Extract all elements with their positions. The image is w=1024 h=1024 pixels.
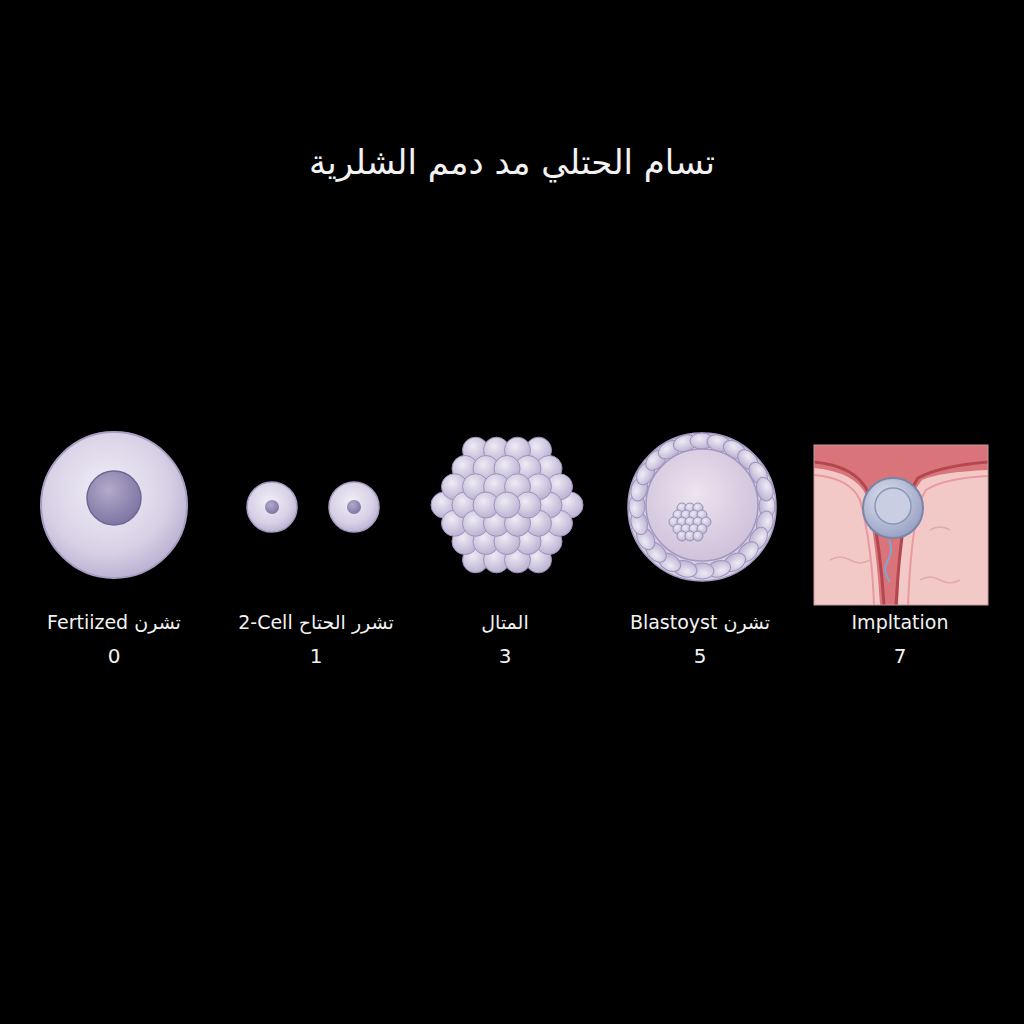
stage-label: Fertiized تشرن (29, 610, 199, 634)
stage-node: المتال 3 (420, 420, 590, 668)
stage-node: 2-Cell تشرر الحتاح 1 (231, 420, 401, 668)
stage-node: Fertiized تشرن 0 (29, 420, 199, 668)
stage-node: Impltation 7 (815, 420, 985, 668)
stage-label: Impltation (815, 610, 985, 634)
stage-node: Blastoyst تشرن 5 (615, 420, 785, 668)
diagram-title: تسام الحتلي مد دمم الشلرية (0, 140, 1024, 184)
day-number: 3 (420, 644, 590, 668)
day-number: 0 (29, 644, 199, 668)
day-number: 1 (231, 644, 401, 668)
stage-label: المتال (420, 610, 590, 634)
stage-label: 2-Cell تشرر الحتاح (231, 610, 401, 634)
day-number: 7 (815, 644, 985, 668)
day-number: 5 (615, 644, 785, 668)
stage-label: Blastoyst تشرن (615, 610, 785, 634)
